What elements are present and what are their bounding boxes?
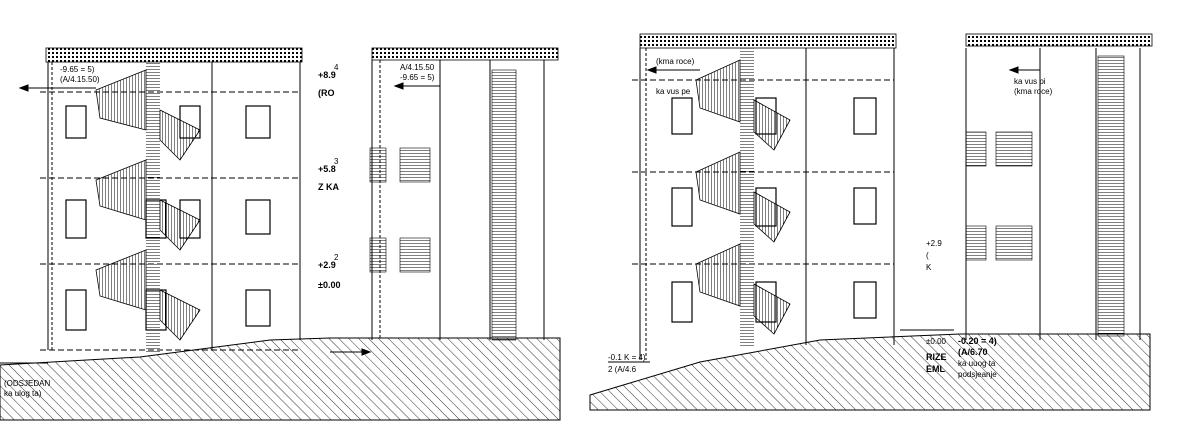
window <box>65 105 87 139</box>
window <box>671 97 693 135</box>
roof-band-right-2 <box>965 33 1153 47</box>
level-label: ±0.00 <box>926 337 947 346</box>
spiral-stair-right <box>695 48 791 348</box>
window <box>65 199 87 239</box>
level-label: -0.20 = 4) <box>958 336 997 346</box>
roof-band-left-1 <box>45 47 303 63</box>
window <box>245 289 271 327</box>
level-label: +5.8 <box>318 164 336 174</box>
level-label: Z KA <box>318 182 339 192</box>
window <box>853 97 877 135</box>
level-label: ±0.00 <box>318 280 340 290</box>
level-label: -9.65 = 5) <box>60 65 95 74</box>
level-label: -9.65 = 5) <box>400 73 435 82</box>
roof-band-right-1 <box>639 33 897 49</box>
level-label: ka uuog ta <box>958 359 996 368</box>
window <box>245 105 271 139</box>
level-label: ka vus pi <box>1014 77 1046 86</box>
level-label: (A/4.15.50) <box>60 75 100 84</box>
level-label: 3 <box>334 157 339 166</box>
ground-hatch-right <box>589 333 1151 411</box>
level-label: (ODSJEDAN <box>4 379 50 388</box>
level-label: (kma roce) <box>656 57 695 66</box>
level-label: (kma roce) <box>1014 87 1053 96</box>
level-label: RIZE <box>926 352 947 362</box>
left-elevation: -9.65 = 5) (A/4.15.50) +8.9 4 (RO +5.8 3… <box>0 47 561 421</box>
level-label: 4 <box>334 63 339 72</box>
balcony-railings-left <box>369 69 517 341</box>
level-label: (RO <box>318 88 335 98</box>
window <box>671 281 693 323</box>
roof-band-left-2 <box>371 47 559 61</box>
level-label: 2 (A/4.6 <box>608 365 637 374</box>
level-label: ka ulog ta) <box>4 389 42 398</box>
level-label: +2.9 <box>926 239 942 248</box>
balcony-railings-right <box>965 55 1125 337</box>
level-label: -0.1 K = 4) <box>608 353 646 362</box>
level-label: ka vus pe <box>656 87 691 96</box>
level-label: +2.9 <box>318 260 336 270</box>
window <box>65 289 87 331</box>
level-label: (A/6.70 <box>958 347 988 357</box>
window <box>245 199 271 235</box>
level-label: K <box>926 263 932 272</box>
window <box>671 187 693 227</box>
level-label: 2 <box>334 253 339 262</box>
level-label: A/4.15.50 <box>400 63 435 72</box>
ground-hatch-left <box>0 337 561 421</box>
level-label: ( <box>926 251 929 260</box>
spiral-stair-left <box>95 62 201 352</box>
window <box>853 187 877 225</box>
level-label: EML <box>926 364 946 374</box>
level-label: podsjeanje <box>958 370 997 379</box>
level-label: +8.9 <box>318 70 336 80</box>
window <box>853 281 877 319</box>
right-elevation: (kma roce) ka vus pe (kma roce) ka vus p… <box>589 33 1153 411</box>
